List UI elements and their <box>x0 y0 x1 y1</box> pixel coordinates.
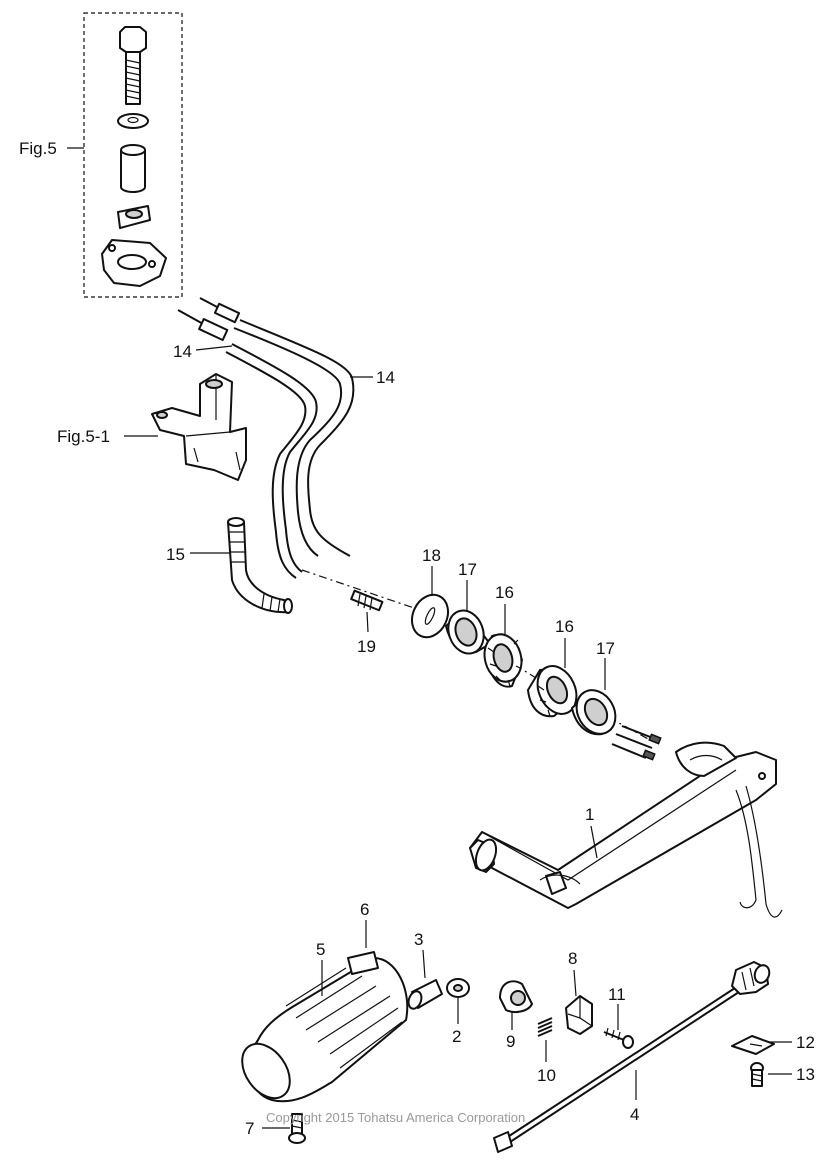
part-17-collar-upper <box>445 609 491 655</box>
label-12: 12 <box>796 1033 815 1052</box>
part-15-tube <box>227 517 293 614</box>
part-11-screw <box>603 1027 634 1049</box>
label-14b: 14 <box>376 368 395 387</box>
fig5-cable-clamp <box>117 205 151 229</box>
label-16a: 16 <box>495 583 514 602</box>
fig5-bracket-plate <box>101 239 167 287</box>
part-5-grip <box>241 957 409 1103</box>
label-18: 18 <box>422 546 441 565</box>
part-1-tiller-arm <box>469 741 783 918</box>
part-16-gear-upper <box>483 633 523 688</box>
label-6: 6 <box>360 900 369 919</box>
label-3: 3 <box>414 930 423 949</box>
part-4-rod <box>493 961 771 1153</box>
throttle-cable-upper <box>199 297 355 557</box>
label-17b: 17 <box>596 639 615 658</box>
label-fig5-1: Fig.5-1 <box>57 427 110 446</box>
part-10-spring <box>537 1017 553 1037</box>
label-17a: 17 <box>458 560 477 579</box>
throttle-cable-lower <box>177 309 318 579</box>
label-14a: 14 <box>173 342 192 361</box>
label-4: 4 <box>630 1105 639 1124</box>
label-fig5: Fig.5 <box>19 139 57 158</box>
part-18-plate <box>411 593 449 639</box>
part-2-washer <box>446 978 470 998</box>
label-15: 15 <box>166 545 185 564</box>
copyright-text: Copyright 2015 Tohatsu America Corporati… <box>266 1110 525 1125</box>
part-12-clip <box>731 1035 775 1055</box>
fig5-washer <box>117 113 149 129</box>
part-6-decal <box>347 951 379 975</box>
label-2: 2 <box>452 1027 461 1046</box>
part-9-knob <box>499 980 533 1013</box>
part-17-collar-lower <box>571 689 617 736</box>
fig5-detail-box <box>83 12 183 298</box>
label-19: 19 <box>357 637 376 656</box>
label-1: 1 <box>585 805 594 824</box>
part-8-clamp <box>565 995 593 1035</box>
link-pins <box>611 725 662 761</box>
fig5-collar <box>120 144 146 193</box>
fig5-1-bracket <box>151 373 247 481</box>
part-19-screw <box>350 589 384 612</box>
part-13-screw <box>750 1062 764 1087</box>
label-13: 13 <box>796 1065 815 1084</box>
label-7: 7 <box>245 1119 254 1138</box>
label-16b: 16 <box>555 617 574 636</box>
label-8: 8 <box>568 949 577 968</box>
part-3-spacer <box>407 979 443 1010</box>
fig5-bolt <box>119 26 147 105</box>
part-16-gear-lower <box>527 665 578 718</box>
label-10: 10 <box>537 1066 556 1085</box>
label-9: 9 <box>506 1032 515 1051</box>
label-11: 11 <box>608 985 626 1004</box>
part-7-screw <box>288 1113 306 1144</box>
label-5: 5 <box>316 940 325 959</box>
